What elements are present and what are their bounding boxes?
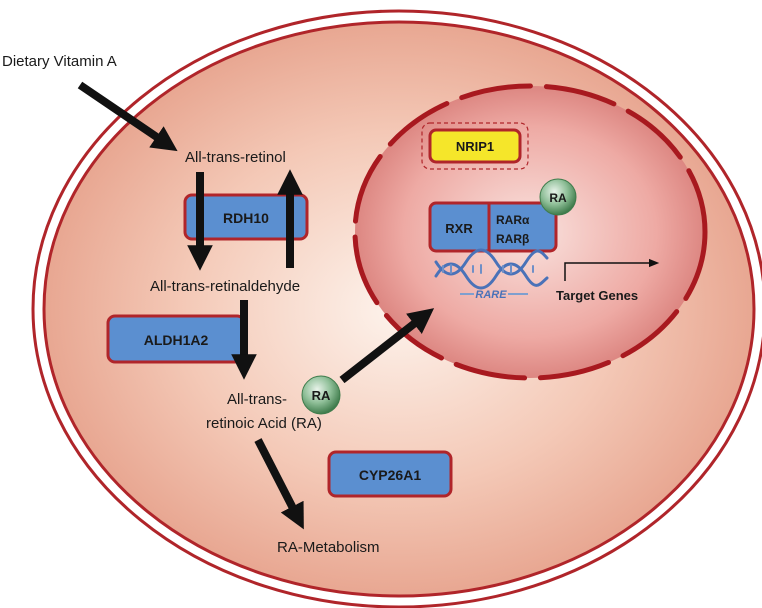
ra-bubble-bound	[539, 178, 577, 216]
nrip1-box	[428, 128, 522, 164]
rare-label: RARE	[475, 289, 507, 301]
ra-to-metabolism-arrow	[254, 438, 304, 530]
rar-beta-label: RARβ	[496, 232, 529, 246]
dietary-vitamin-a-label: Dietary Vitamin A	[2, 53, 117, 70]
ra-to-nucleus-arrow	[339, 308, 435, 384]
nrip1-dashed-frame	[421, 122, 529, 170]
ra-bubble-free-label: RA	[312, 388, 331, 403]
receptor-complex-box	[428, 201, 558, 253]
ra-bubble-free	[301, 375, 341, 415]
ra-bubble-bound-label: RA	[549, 191, 567, 205]
cyp26a1-label: CYP26A1	[359, 467, 421, 483]
all-trans-retinaldehyde-label: All-trans-retinaldehyde	[150, 278, 300, 295]
all-trans-ra-label-line2: retinoic Acid (RA)	[206, 415, 322, 432]
vitamin-a-uptake-arrow	[77, 81, 178, 152]
all-trans-retinol-label: All-trans-retinol	[185, 149, 286, 166]
cyp26a1-box	[327, 450, 453, 498]
target-genes-label: Target Genes	[556, 288, 638, 303]
rdh10-box	[183, 193, 309, 241]
rdh10-label: RDH10	[223, 210, 269, 226]
rxr-label: RXR	[445, 221, 473, 236]
dna-helix-icon	[434, 248, 549, 290]
all-trans-ra-label-line1: All-trans-	[227, 391, 287, 408]
transcription-arrow	[564, 258, 660, 281]
ra-metabolism-label: RA-Metabolism	[277, 539, 380, 556]
aldh1a2-label: ALDH1A2	[144, 332, 209, 348]
nrip1-label: NRIP1	[456, 139, 494, 154]
nuclear-envelope	[352, 83, 708, 381]
rar-alpha-label: RARα	[496, 213, 530, 227]
